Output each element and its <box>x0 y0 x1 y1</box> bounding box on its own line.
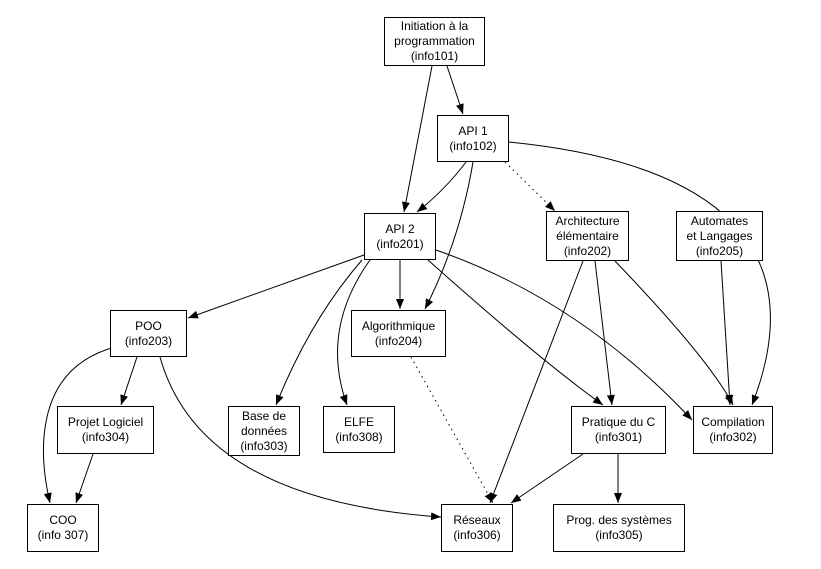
edge-info301-to-info306 <box>510 453 584 504</box>
course-node-info301: Pratique du C(info301) <box>571 406 666 454</box>
course-node-label-line: (info308) <box>335 429 383 444</box>
course-node-label-line: (info 307) <box>37 528 89 542</box>
edge-info201-to-info203 <box>187 254 365 319</box>
course-node-label-line: COO <box>49 513 77 527</box>
course-node-label-line: POO <box>135 318 162 333</box>
course-node-label-line: API 2 <box>385 221 415 236</box>
course-node-label-line: et Langages <box>686 228 753 243</box>
edge-info101-to-info102 <box>446 65 464 115</box>
course-node-info203: POO(info203) <box>110 310 187 357</box>
course-node-label-line: (info302) <box>709 430 757 444</box>
course-node-label-line: (info304) <box>81 430 130 444</box>
course-node-info102: API 1(info102) <box>437 115 509 162</box>
course-node-label-line: (info102) <box>449 138 497 153</box>
course-node-label-line: (info101) <box>410 49 459 63</box>
course-node-label-line: (info305) <box>595 528 643 542</box>
edge-info202-to-info301 <box>594 260 615 406</box>
edge-info205-to-info302 <box>720 260 734 406</box>
course-node-label-line: (info306) <box>453 528 501 542</box>
edge-info204-to-info306 <box>410 356 494 504</box>
course-node-info304: Projet Logiciel(info304) <box>57 406 154 454</box>
course-node-info306: Réseaux(info306) <box>441 504 513 552</box>
course-node-label-line: API 1 <box>458 123 488 138</box>
course-node-label-line: Compilation <box>701 415 765 429</box>
course-node-info302: Compilation(info302) <box>693 406 773 454</box>
course-node-info308: ELFE(info308) <box>323 406 395 453</box>
course-node-info204: Algorithmique(info204) <box>351 310 446 357</box>
edge-info203-to-info304 <box>120 356 138 406</box>
course-node-label-line: Prog. des systèmes <box>566 513 672 527</box>
course-node-label-line: Architecture <box>555 213 620 228</box>
edge-info201-to-info308 <box>337 259 371 406</box>
edge-info102-to-info302 <box>508 141 771 406</box>
course-node-label-line: Initiation à la <box>400 19 469 33</box>
course-node-label-line: (info204) <box>374 333 423 348</box>
course-node-label-line: programmation <box>394 34 475 48</box>
edge-info202-to-info302 <box>614 260 734 406</box>
edge-info102-to-info204 <box>424 161 474 310</box>
course-node-label-line: Base de <box>241 408 287 423</box>
course-node-label-line: Réseaux <box>453 513 501 527</box>
course-node-label-line: élémentaire <box>556 228 619 243</box>
edge-info304-to-info307 <box>75 453 94 504</box>
edge-info201-to-info302 <box>435 249 693 421</box>
edge-info102-to-info201 <box>416 161 467 213</box>
course-node-label-line: Projet Logiciel <box>67 415 144 429</box>
course-node-label-line: (info303) <box>240 438 288 453</box>
course-node-label-line: Pratique du C <box>581 415 656 429</box>
course-node-label-line: ELFE <box>343 414 374 429</box>
edges-layer <box>43 65 771 521</box>
course-node-info307: COO(info 307) <box>27 504 99 552</box>
edge-info202-to-info306 <box>489 260 584 504</box>
course-node-label-line: (info205) <box>695 243 744 258</box>
edge-info101-to-info201 <box>401 65 433 213</box>
course-node-label-line: Automates <box>690 213 749 228</box>
course-node-label-line: (info203) <box>124 333 173 348</box>
edge-info102-to-info202 <box>504 161 556 212</box>
course-node-info201: API 2(info201) <box>364 213 436 260</box>
course-node-label-line: (info202) <box>563 243 612 258</box>
course-node-label-line: (info301) <box>594 430 643 444</box>
edge-info203-to-info307 <box>43 346 116 504</box>
edge-info201-to-info303 <box>275 259 363 406</box>
edge-info203-to-info306 <box>159 356 442 521</box>
course-node-label-line: données <box>240 423 288 438</box>
course-node-info305: Prog. des systèmes(info305) <box>553 504 685 552</box>
edge-info201-to-info301 <box>427 259 604 406</box>
course-node-label-line: (info201) <box>376 236 424 251</box>
course-node-label-line: Algorithmique <box>361 318 436 333</box>
